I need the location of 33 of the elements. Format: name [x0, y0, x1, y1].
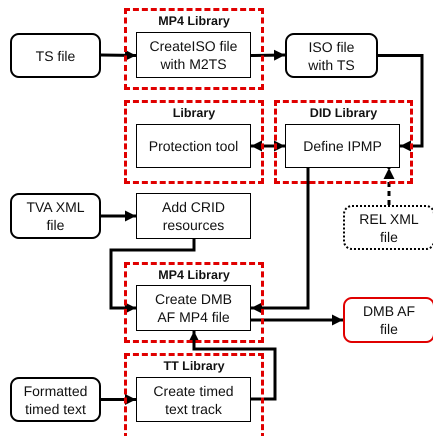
- group-title: TT Library: [162, 359, 226, 373]
- file-box: TS file: [10, 33, 101, 78]
- arrow: [251, 314, 343, 326]
- arrow: [101, 394, 136, 405]
- file-box: Formatted timed text: [10, 377, 101, 422]
- group-title: Library: [172, 106, 216, 120]
- group-title: DID Library: [308, 106, 378, 120]
- file-box: DMB AF file: [343, 297, 433, 343]
- library-group: [124, 100, 264, 184]
- library-group: [124, 8, 264, 90]
- library-group: [274, 100, 413, 184]
- file-box: ISO file with TS: [285, 33, 378, 78]
- arrow: [100, 50, 136, 61]
- library-group: [124, 353, 264, 436]
- process-box: CreateISO file with M2TS: [136, 32, 251, 78]
- library-group: [124, 262, 264, 343]
- file-box: TVA XML file: [10, 193, 101, 239]
- arrow: [251, 140, 285, 152]
- arrow: [110, 239, 196, 314]
- file-box: REL XML file: [343, 205, 433, 250]
- process-box: Create DMB AF MP4 file: [136, 285, 251, 331]
- arrow: [250, 50, 286, 61]
- process-box: Protection tool: [136, 124, 251, 168]
- arrow: [188, 331, 276, 400]
- arrow: [101, 210, 136, 222]
- process-box: Define IPMP: [285, 124, 400, 168]
- process-box: Create timed text track: [136, 377, 251, 422]
- group-title: MP4 Library: [157, 268, 231, 282]
- arrow: [251, 168, 310, 314]
- arrow: [378, 54, 424, 152]
- process-box: Add CRID resources: [136, 193, 251, 239]
- group-title: MP4 Library: [157, 14, 231, 28]
- arrow: [384, 168, 394, 205]
